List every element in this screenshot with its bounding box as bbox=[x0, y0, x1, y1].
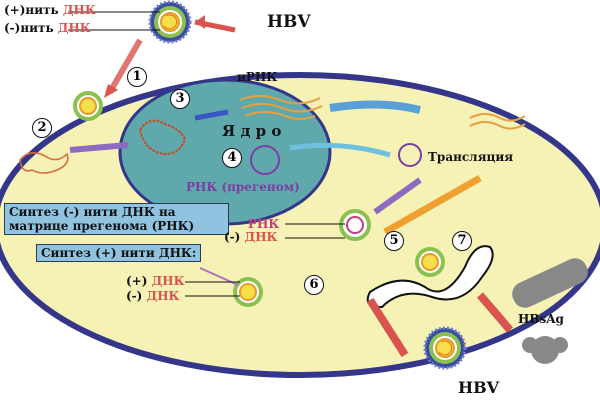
rna-label: РНК bbox=[248, 217, 280, 231]
step-7: 7 bbox=[452, 231, 472, 251]
step-1: 1 bbox=[127, 67, 147, 87]
hbsag-label: HBsAg bbox=[518, 312, 564, 326]
mrna-strands bbox=[239, 95, 323, 120]
synthesis-plus-box: Синтез (+) нити ДНК: bbox=[36, 244, 202, 262]
step-6: 6 bbox=[304, 275, 324, 295]
hbv-in-label: HBV bbox=[267, 12, 311, 32]
nucleus-label: Я д р о bbox=[222, 122, 282, 140]
hbsag-particles bbox=[512, 258, 588, 364]
step-5: 5 bbox=[384, 231, 404, 251]
virion-exiting bbox=[423, 326, 467, 370]
minus-dna-label: (-) ДНК bbox=[224, 230, 278, 244]
capsid-mature bbox=[414, 246, 446, 278]
virion-entering bbox=[148, 0, 192, 44]
mrna-label: иРНК bbox=[237, 70, 278, 84]
plus-strand-label: (+)нить ДНК bbox=[4, 3, 96, 17]
pregenome-rna bbox=[250, 145, 280, 175]
translation-label: Трансляция bbox=[428, 150, 514, 164]
capsid-pregenome bbox=[339, 209, 371, 241]
step-2: 2 bbox=[32, 118, 52, 138]
cccdna bbox=[138, 119, 187, 156]
step-3: 3 bbox=[170, 89, 190, 109]
minus-dna-label-2: (-) ДНК bbox=[126, 289, 180, 303]
arrows bbox=[68, 11, 514, 358]
relaxed-dna bbox=[19, 152, 69, 174]
step-4: 4 bbox=[222, 148, 242, 168]
mrna-cytoplasm bbox=[469, 113, 526, 130]
hbv-out-label: HBV bbox=[458, 378, 500, 397]
er-golgi bbox=[366, 245, 494, 309]
capsid-entry bbox=[72, 90, 104, 122]
pregenome-label: РНК (прегеном) bbox=[186, 180, 300, 194]
plus-dna-label: (+) ДНК bbox=[126, 274, 185, 288]
minus-strand-label: (-)нить ДНК bbox=[4, 21, 91, 35]
pregenome-cytoplasm bbox=[398, 143, 422, 167]
synthesis-minus-box: Синтез (-) нити ДНК на матрице прегенома… bbox=[4, 203, 229, 235]
